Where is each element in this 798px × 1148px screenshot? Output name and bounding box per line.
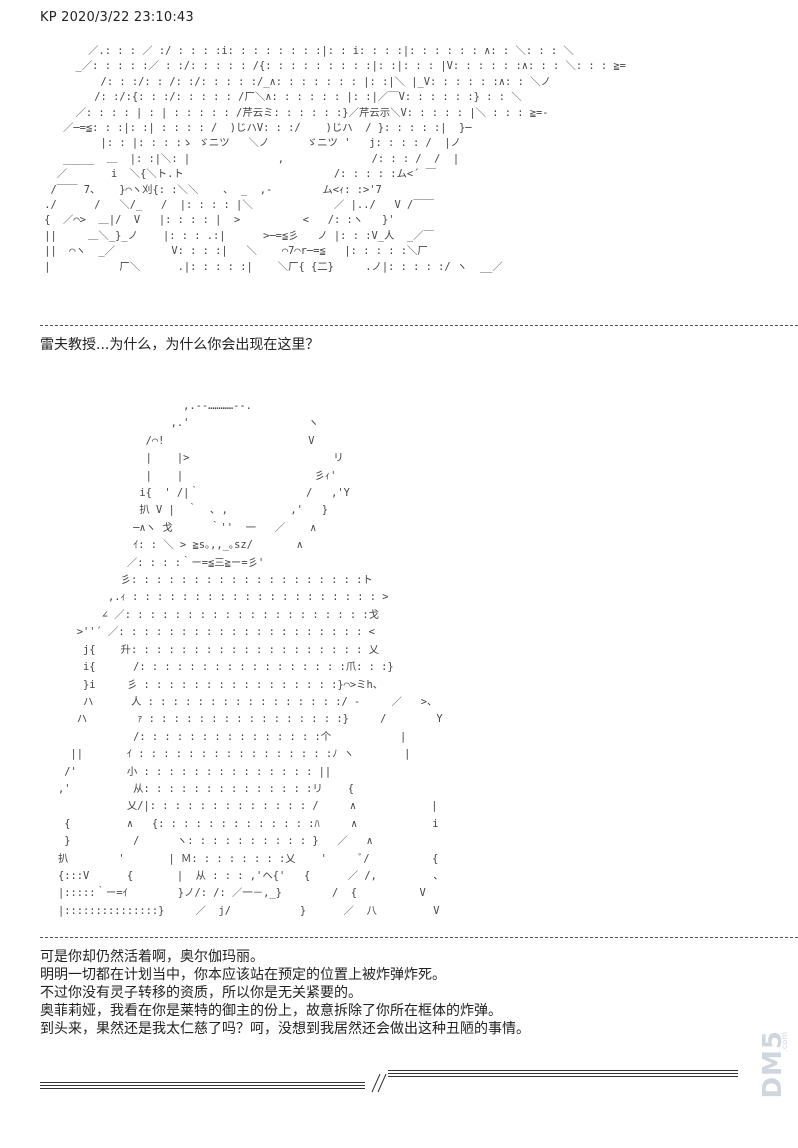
dialogue-line-1: 雷夫教授...为什么，为什么你会出现在这里？ — [40, 337, 320, 353]
watermark-domain: .com — [780, 1032, 789, 1052]
ascii-border-lines — [40, 1068, 740, 1098]
paragraph-line-3: 不过你没有灵子转移的资质，所以你是无关紧要的。 — [40, 985, 362, 1001]
ascii-art-face: ／.: : : ／ :/ : : : :i: : : : : : : :|: :… — [44, 45, 626, 273]
paragraph-line-4: 奥菲莉娅，我看在你是莱特的御主的份上，故意拆除了你所在框体的炸弹。 — [40, 1003, 502, 1019]
paragraph-line-5: 到头来，果然还是我太仁慈了吗？呵，没想到我居然还会做出这种丑陋的事情。 — [40, 1021, 530, 1037]
timestamp-header: KP 2020/3/22 23:10:43 — [40, 10, 194, 25]
site-watermark: DM5 .com — [754, 1030, 790, 1138]
divider-top — [40, 325, 798, 326]
ascii-art-figure: ,.-‐…………‐-. ,.' ヽ /⌒! V | |> リ | | 彡ｨ' — [58, 400, 444, 917]
divider-bottom — [40, 937, 798, 938]
paragraph-line-1: 可是你却仍然活着啊，奥尔伽玛丽。 — [40, 949, 264, 965]
paragraph-line-2: 明明一切都在计划当中，你本应该站在预定的位置上被炸弹炸死。 — [40, 967, 446, 983]
slash-glyph — [371, 1073, 387, 1093]
